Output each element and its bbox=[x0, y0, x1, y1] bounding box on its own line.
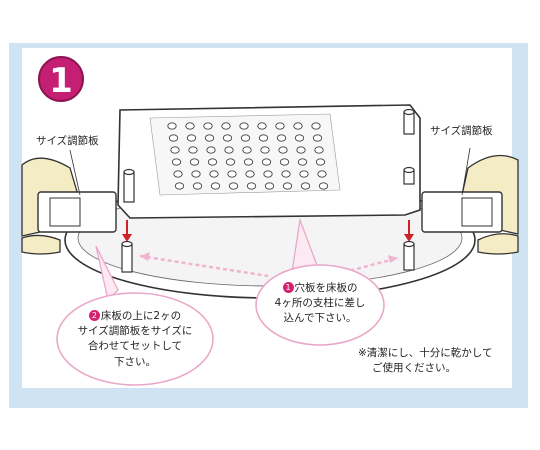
hole bbox=[282, 182, 293, 190]
hole bbox=[239, 122, 249, 130]
hole bbox=[224, 146, 234, 154]
hole bbox=[258, 134, 269, 142]
care-note-line-2: ご使用ください。 bbox=[372, 362, 456, 375]
hole bbox=[293, 122, 303, 130]
hole bbox=[275, 122, 285, 130]
hole bbox=[314, 146, 324, 154]
hole bbox=[209, 170, 219, 178]
bubble-left-line-4: 下さい。 bbox=[114, 355, 156, 368]
hole bbox=[188, 146, 198, 154]
hole bbox=[222, 134, 233, 142]
hole bbox=[189, 158, 200, 166]
hole bbox=[191, 170, 201, 178]
hole bbox=[281, 170, 291, 178]
hole bbox=[318, 182, 329, 190]
hole bbox=[168, 134, 179, 142]
hole-board bbox=[117, 104, 421, 219]
hole bbox=[276, 134, 287, 142]
hole bbox=[171, 158, 182, 166]
hole bbox=[228, 182, 239, 190]
hole bbox=[315, 158, 326, 166]
care-note-line-1: ※清潔にし、十分に乾かして bbox=[358, 347, 493, 359]
hole bbox=[227, 170, 237, 178]
hole bbox=[243, 158, 254, 166]
down-arrow-left bbox=[122, 220, 132, 242]
hole bbox=[261, 158, 272, 166]
bubble-right-line-1: 穴板を床板の bbox=[294, 282, 358, 294]
hole bbox=[186, 134, 197, 142]
left-hand-with-plate bbox=[21, 157, 117, 255]
hole-grid bbox=[167, 122, 329, 190]
floor-post-right bbox=[403, 240, 415, 271]
hole bbox=[221, 122, 231, 130]
hole bbox=[245, 170, 255, 178]
hole bbox=[207, 158, 218, 166]
connector-arrows bbox=[139, 252, 399, 278]
hole bbox=[203, 122, 213, 130]
hole bbox=[210, 182, 221, 190]
hole bbox=[297, 158, 308, 166]
hole bbox=[296, 146, 306, 154]
bubble-right-line-2: 4ヶ所の支柱に差し bbox=[274, 297, 366, 310]
label-left-plate: サイズ調節板 bbox=[36, 135, 99, 147]
bubble-left-badge: 2 bbox=[88, 310, 100, 321]
hole bbox=[170, 146, 180, 154]
hole bbox=[173, 170, 183, 178]
hole bbox=[192, 182, 203, 190]
bubble-right-line-3: 込んで下さい。 bbox=[283, 312, 357, 325]
hole bbox=[300, 182, 311, 190]
bubble-left-line-2: サイズ調節板をサイズに bbox=[77, 325, 193, 338]
hole bbox=[311, 122, 321, 130]
hole bbox=[264, 182, 275, 190]
hole bbox=[317, 170, 327, 178]
care-note: ※清潔にし、十分に乾かして ご使用ください。 bbox=[358, 346, 492, 376]
down-arrow-right bbox=[404, 220, 414, 242]
hole bbox=[167, 122, 177, 130]
hole bbox=[225, 158, 236, 166]
hole bbox=[246, 182, 257, 190]
hole bbox=[312, 134, 323, 142]
floor-post-left bbox=[121, 240, 133, 273]
hole bbox=[174, 182, 185, 190]
hole bbox=[240, 134, 251, 142]
hole bbox=[299, 170, 309, 178]
hole bbox=[242, 146, 252, 154]
callout-leaders bbox=[69, 147, 471, 196]
hole bbox=[204, 134, 215, 142]
step-number-badge: 1 bbox=[38, 56, 84, 102]
hole bbox=[279, 158, 290, 166]
label-right-plate: サイズ調節板 bbox=[430, 125, 493, 137]
hole bbox=[257, 122, 267, 130]
bubble-left-line-3: 合わせてセットして bbox=[87, 340, 183, 353]
hole bbox=[185, 122, 195, 130]
hole bbox=[278, 146, 288, 154]
hole bbox=[294, 134, 305, 142]
bubble-right-badge: 1 bbox=[282, 282, 294, 293]
hole bbox=[263, 170, 273, 178]
right-hand-with-plate bbox=[421, 154, 519, 255]
bubble-left-line-1: 床板の上に2ヶの bbox=[100, 310, 182, 322]
hole bbox=[260, 146, 270, 154]
hole bbox=[206, 146, 216, 154]
